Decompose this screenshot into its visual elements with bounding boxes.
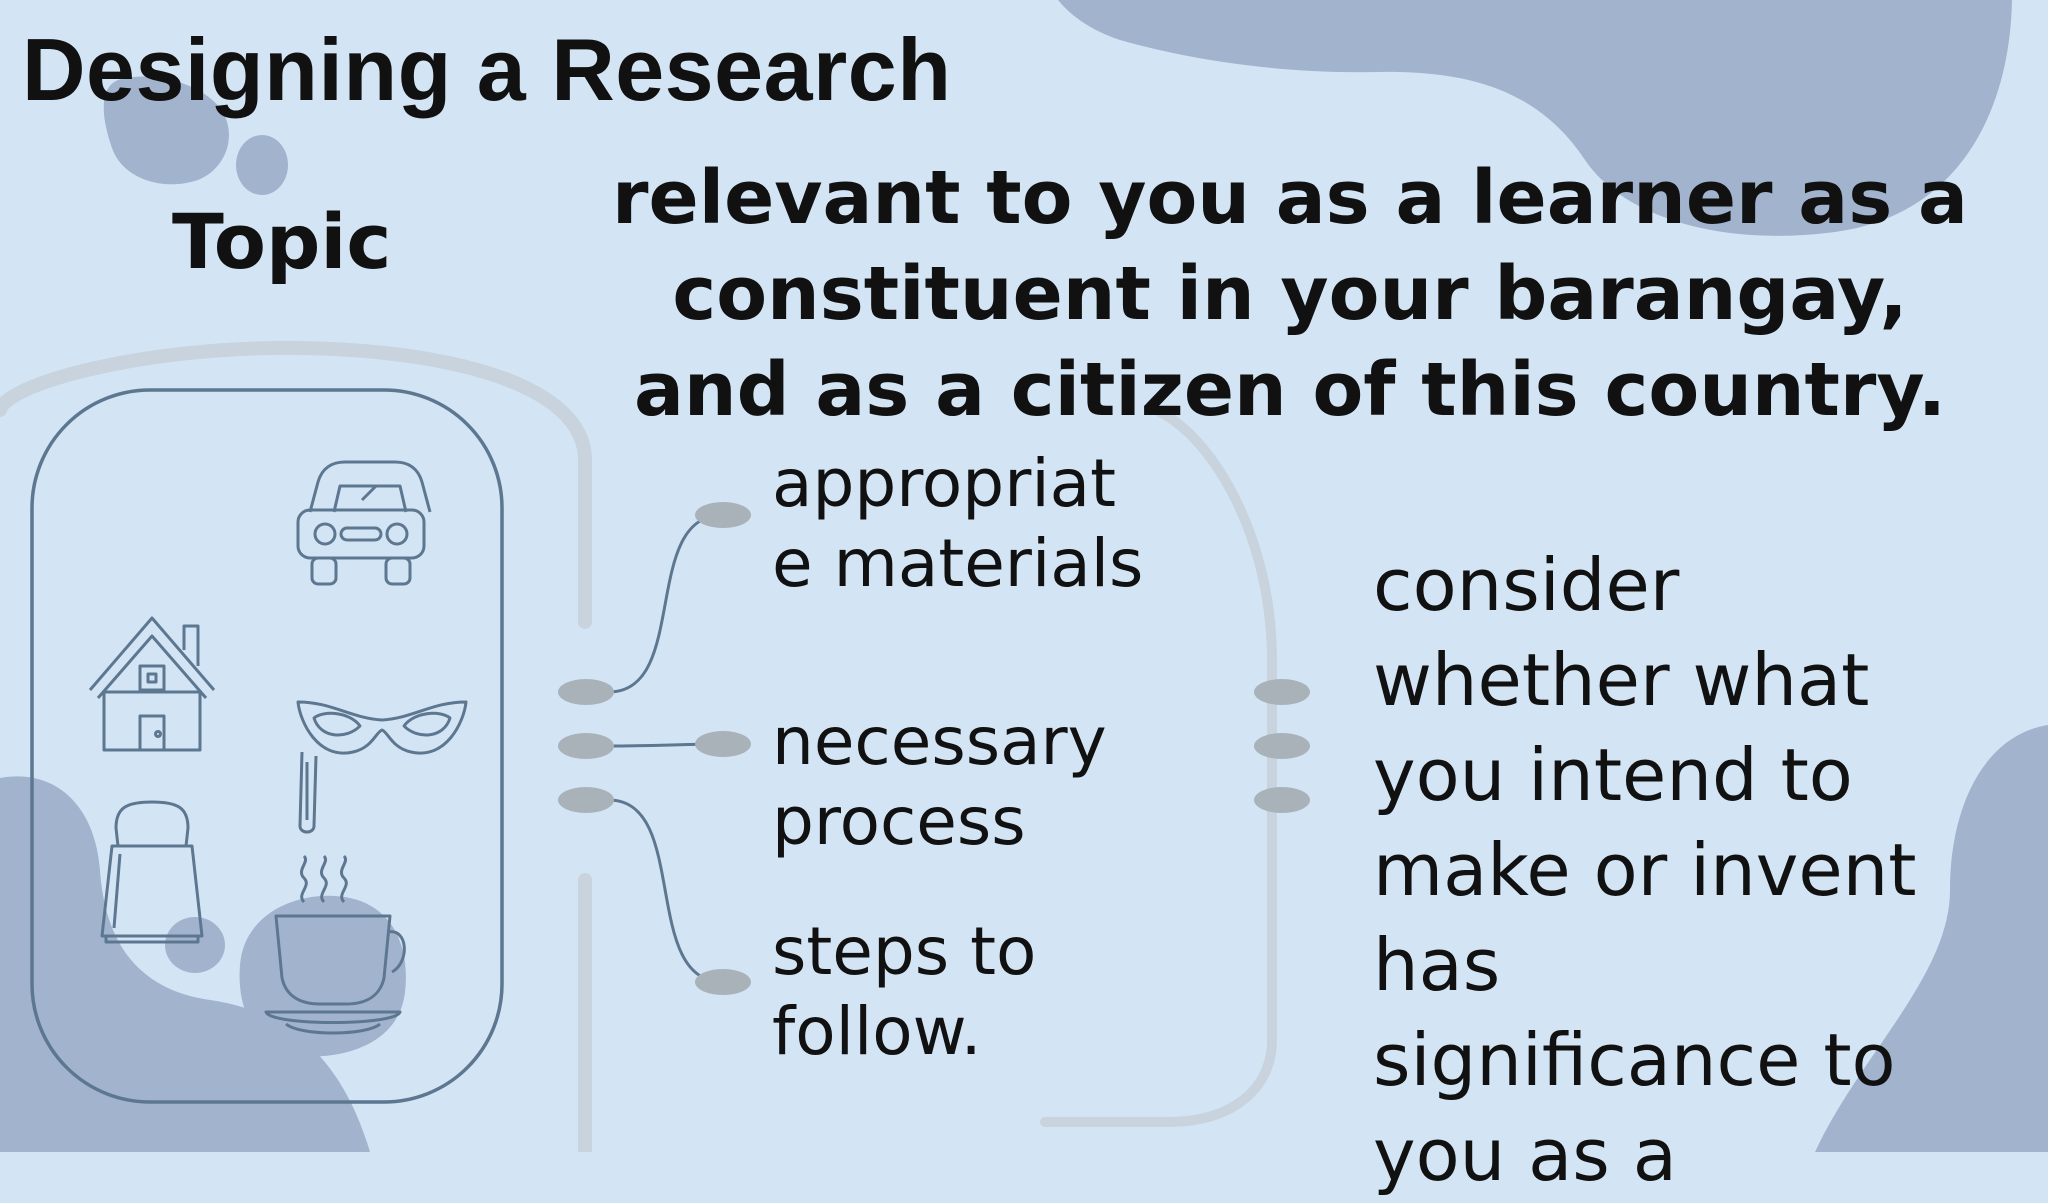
branch-steps-to-follow: steps to follow. [772,912,1036,1072]
branch-text-line: necessary [772,703,1107,780]
consider-significance-text: consider whether what you intend to make… [1373,538,1917,1203]
slide-background [0,0,2048,1152]
consider-line: has [1373,923,1501,1007]
consider-line: consider [1373,543,1680,627]
consider-line: whether what [1373,638,1870,722]
slide-title: Designing a Research [22,20,952,119]
consider-line: you intend to [1373,733,1853,817]
icon-container [30,388,504,1104]
cup-blob [239,895,406,1057]
faint-frame-right [1040,407,1277,1127]
branch-text-line: e materials [772,525,1144,602]
coffee-cup-icon [264,854,406,1035]
small-dot-blob [236,135,288,195]
consider-line: significance to [1373,1018,1896,1102]
relevance-statement: relevant to you as a learner as a consti… [612,155,1968,433]
consider-line: make or invent [1373,828,1917,912]
branch-text-line: process [772,783,1026,860]
branch-text-line: follow. [772,993,982,1070]
topic-label: Topic [172,197,392,286]
faint-frame-left [0,340,592,629]
branch-necessary-process: necessary process [772,702,1107,862]
mid-blob [165,917,225,973]
top-right-blob [1058,0,2012,236]
branch-text-line: appropriat [772,445,1116,522]
consider-line: you as a [1373,1113,1677,1197]
bottom-right-blob [1815,725,2048,1152]
party-mask-icon [296,700,468,834]
branch-appropriate-materials: appropriat e materials [772,444,1143,604]
bottom-left-blob [0,776,370,1152]
shopping-bag-icon [100,800,204,944]
car-icon [296,460,432,586]
house-icon [88,616,216,752]
title-blob [103,76,229,185]
connector-pills [558,502,1310,995]
branch-text-line: steps to [772,913,1037,990]
